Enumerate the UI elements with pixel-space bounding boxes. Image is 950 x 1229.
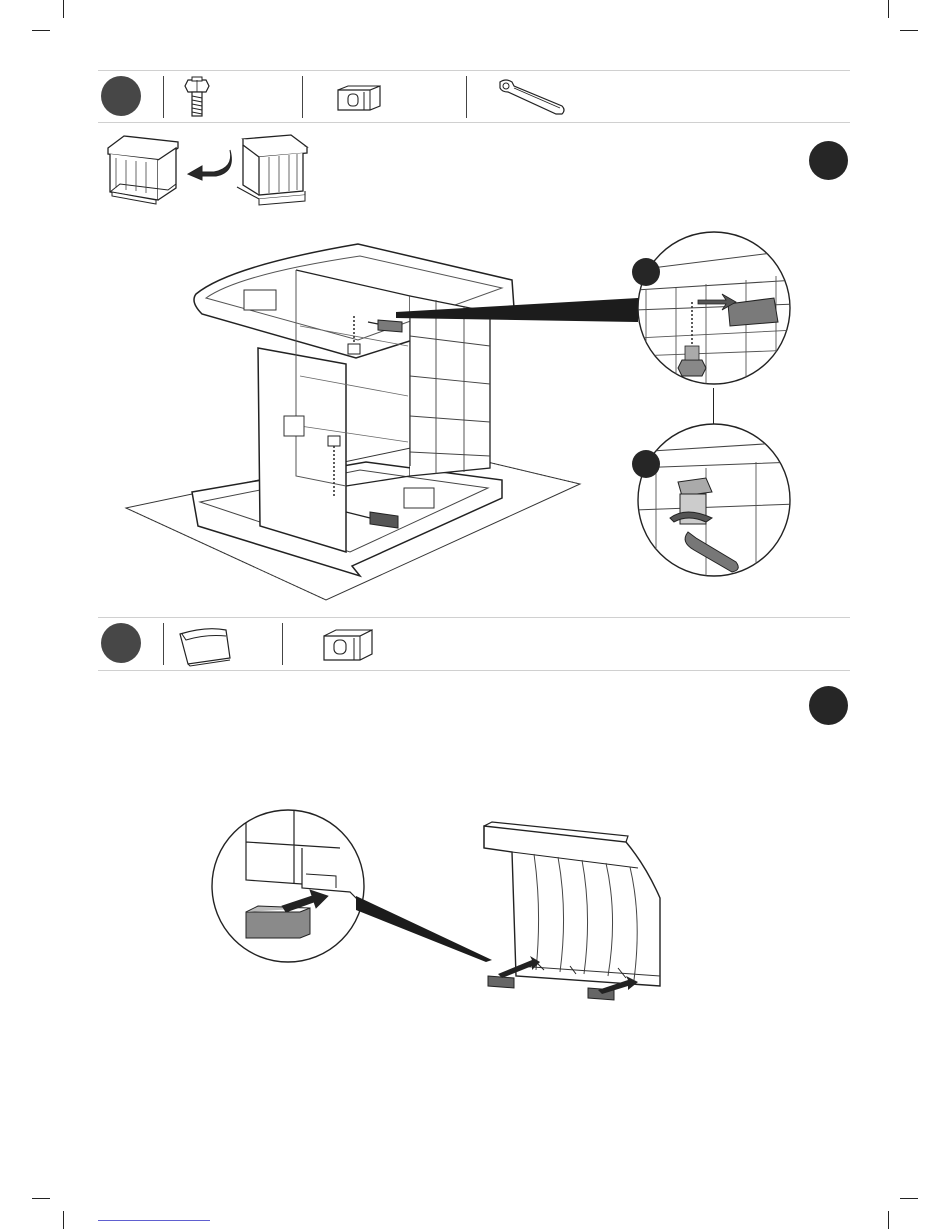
clip-icon	[334, 84, 384, 114]
hinge-callout-beam	[356, 896, 496, 966]
step-a-marker	[101, 76, 141, 116]
crop-mark-bottom-right-v	[888, 1211, 889, 1229]
crop-mark-top-left-h	[32, 30, 50, 31]
parts-separator	[466, 76, 467, 118]
crop-mark-top-right-v	[888, 0, 889, 18]
step-badge	[809, 141, 848, 180]
crop-mark-bottom-left-h	[32, 1198, 50, 1199]
wrench-icon	[496, 78, 568, 118]
label-box	[244, 290, 276, 310]
door-panel-icon	[176, 626, 232, 666]
parts-separator	[163, 76, 164, 118]
detail-callout-top	[636, 230, 796, 390]
crop-mark-top-left-v	[63, 0, 64, 18]
crop-mark-bottom-right-h	[900, 1198, 918, 1199]
label-box	[284, 416, 304, 436]
step-b-marker	[101, 623, 141, 663]
hinge-detail-callout	[210, 808, 370, 968]
detail-badge	[632, 258, 660, 286]
parts-separator	[302, 76, 303, 118]
door-panel-figure	[478, 820, 668, 1000]
detail-badge	[632, 450, 660, 478]
detail-callout-bottom	[636, 422, 796, 582]
parts-separator	[163, 623, 164, 665]
crop-mark-top-right-h	[900, 30, 918, 31]
cabinet-upside-down-figure	[106, 134, 182, 204]
parts-bar-bottom-rule	[98, 122, 850, 123]
parts-bar-top-rule	[98, 70, 850, 71]
cabinet-upright-figure	[233, 133, 311, 205]
parts-bar-bottom-rule	[98, 670, 850, 671]
footer-link-line	[98, 1220, 210, 1221]
label-box	[404, 488, 434, 508]
parts-bar-top-rule	[98, 617, 850, 618]
bolt-icon	[182, 76, 212, 120]
callout-connector	[713, 388, 714, 424]
rotate-arrow-icon	[186, 146, 236, 180]
crop-mark-bottom-left-v	[63, 1211, 64, 1229]
clip-icon	[320, 628, 376, 662]
parts-separator	[282, 623, 283, 665]
cabinet-assembly-diagram	[120, 236, 590, 606]
cabinet-front-panel	[258, 348, 346, 552]
step-badge	[809, 686, 848, 725]
